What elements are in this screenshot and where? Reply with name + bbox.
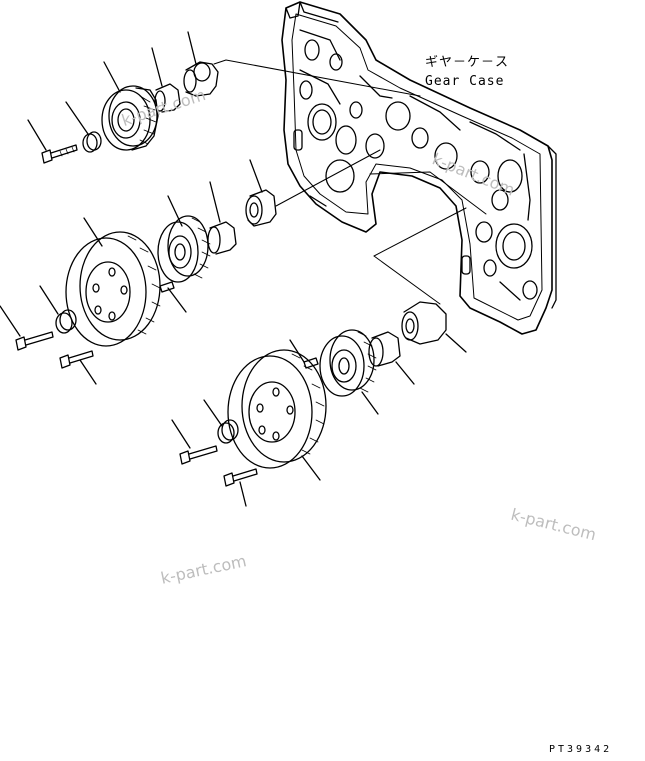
- assembly-lines: [213, 59, 487, 305]
- idler-gear-lower: [171, 301, 467, 507]
- idler-gear-small-top: [27, 31, 219, 164]
- drawing-code: PT39342: [549, 744, 613, 755]
- gear-case-label-japanese: ギヤ－ケ－ス: [425, 55, 510, 70]
- gear-case-housing: [281, 1, 557, 335]
- gear-case-label-english: Gear Case: [425, 74, 505, 89]
- idler-gear-middle: [0, 159, 277, 385]
